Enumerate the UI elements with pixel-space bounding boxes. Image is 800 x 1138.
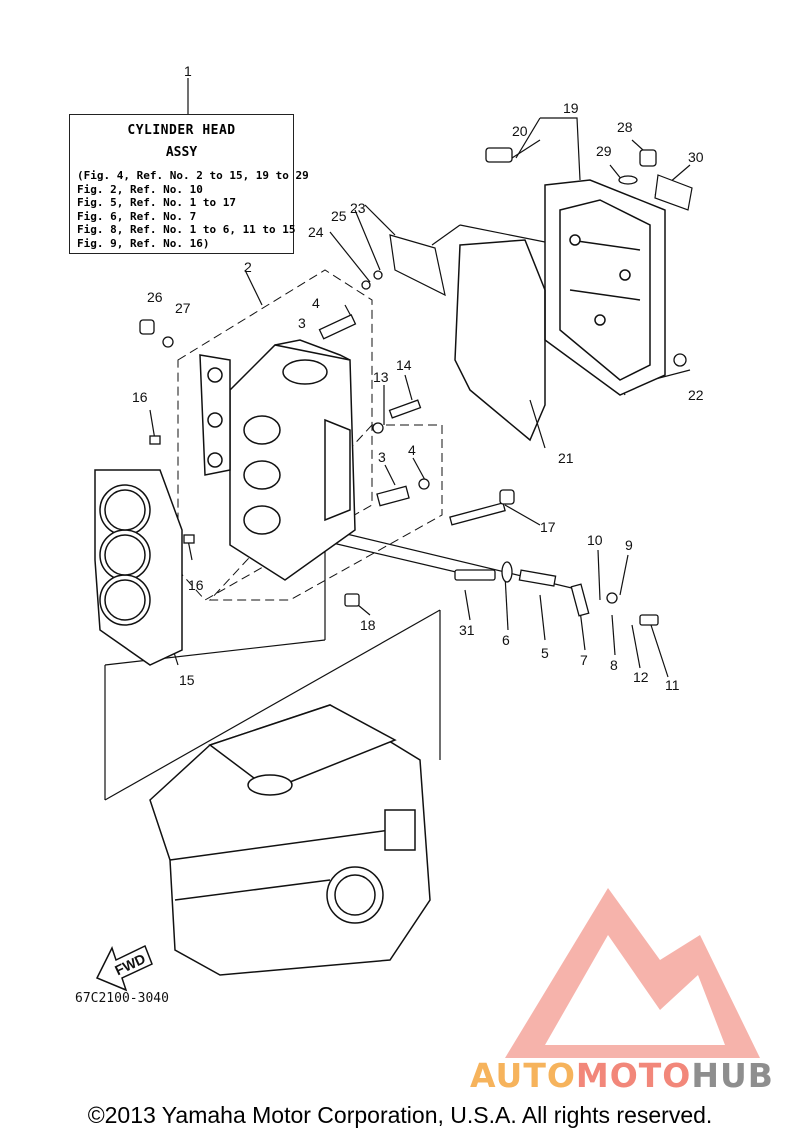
callout-31: 31 [459, 622, 475, 638]
cylinder-head-assy-box: CYLINDER HEAD ASSY (Fig. 4, Ref. No. 2 t… [69, 114, 309, 254]
copyright-notice: ©2013 Yamaha Motor Corporation, U.S.A. A… [87, 1102, 713, 1128]
callout-19: 19 [563, 100, 579, 116]
callout-6: 6 [502, 632, 510, 648]
watermark-word-moto: MOTO [575, 1056, 692, 1095]
callout-4: 4 [312, 295, 320, 311]
watermark-wordmark: AUTOMOTOHUB [470, 1056, 774, 1095]
callout-25: 25 [331, 208, 347, 224]
head-cover-part [544, 179, 666, 396]
assy-reference-line: Fig. 5, Ref. No. 1 to 17 [77, 196, 236, 209]
callout-16-b: 16 [188, 577, 204, 593]
callout-28: 28 [617, 119, 633, 135]
watermark-logo-icon [505, 888, 760, 1058]
callout-30: 30 [688, 149, 704, 165]
head-gasket-part [94, 469, 183, 666]
callout-7: 7 [580, 652, 588, 668]
callout-27: 27 [175, 300, 191, 316]
callout-22: 22 [688, 387, 704, 403]
callout-18: 18 [360, 617, 376, 633]
callout-3: 3 [298, 315, 306, 331]
assy-reference-line: Fig. 6, Ref. No. 7 [77, 209, 197, 223]
callout-12: 12 [633, 669, 649, 685]
small-parts [139, 147, 687, 626]
label-part [654, 174, 693, 211]
callout-3-b: 3 [378, 449, 386, 465]
callout-24: 24 [308, 224, 324, 240]
assy-reference-line: Fig. 2, Ref. No. 10 [77, 182, 203, 196]
diagram-code: 67C2100-3040 [75, 991, 169, 1006]
assy-reference-line: Fig. 9, Ref. No. 16) [77, 236, 210, 250]
assy-reference-line: (Fig. 4, Ref. No. 2 to 15, 19 to 29 [77, 169, 309, 182]
callout-8: 8 [610, 657, 618, 673]
callout-17: 17 [540, 519, 556, 535]
callout-4-b: 4 [408, 442, 416, 458]
callout-29: 29 [596, 143, 612, 159]
callout-13: 13 [373, 369, 389, 385]
plate-part [389, 234, 446, 297]
callout-14: 14 [396, 357, 412, 373]
watermark-word-hub: HUB [691, 1056, 774, 1095]
callout-2: 2 [244, 259, 252, 275]
callout-11: 11 [665, 677, 680, 693]
engine-block-part [149, 704, 431, 976]
cylinder-head-part [199, 339, 356, 581]
callout-21: 21 [558, 450, 574, 466]
fwd-arrow-icon [95, 944, 153, 992]
callout-26: 26 [147, 289, 163, 305]
callout-16: 16 [132, 389, 148, 405]
callout-20: 20 [512, 123, 528, 139]
watermark-word-auto: AUTO [470, 1056, 576, 1095]
assy-reference-list: (Fig. 4, Ref. No. 2 to 15, 19 to 29 Fig.… [77, 169, 309, 250]
callout-9: 9 [625, 537, 633, 553]
assy-title-line-2: ASSY [165, 145, 198, 160]
callout-10: 10 [587, 532, 603, 548]
assy-reference-line: Fig. 8, Ref. No. 1 to 6, 11 to 15 [77, 223, 296, 236]
callout-23: 23 [350, 200, 366, 216]
callout-1: 1 [184, 63, 192, 79]
cover-gasket-part [454, 239, 546, 442]
callout-15: 15 [179, 672, 195, 688]
assy-title-line-1: CYLINDER HEAD [127, 123, 236, 138]
callout-5: 5 [541, 645, 549, 661]
